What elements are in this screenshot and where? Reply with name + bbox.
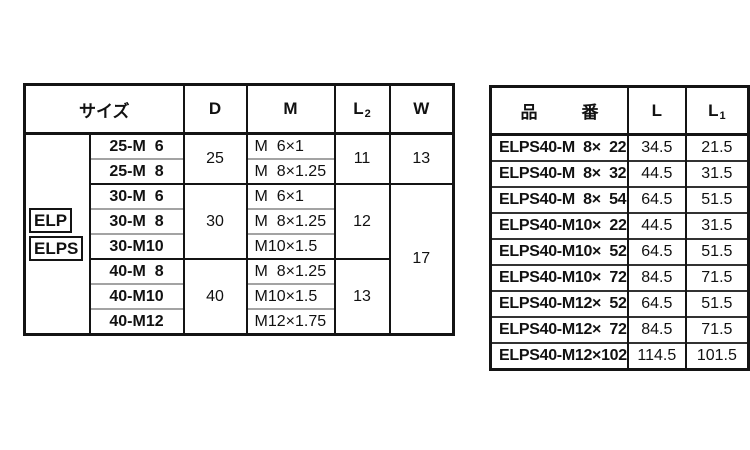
size-cell: 30-M 8 [88,208,184,234]
size-cell: 40-M 8 [88,258,184,284]
table-row: ELPS40-M 8× 54 64.5 51.5 [489,186,749,213]
table-row: 30-M10 M10×1.5 [25,233,454,259]
table-row: 40-M12 M12×1.75 [25,308,454,335]
l1-cell: 71.5 [684,264,749,291]
part-number-column-header: 品番 [489,86,628,136]
table-row: ELPS40-M12× 72 84.5 71.5 [489,316,749,343]
l-cell: 84.5 [626,316,686,343]
m-cell: M12×1.75 [245,308,335,335]
part-number-cell: ELPS40-M12×102 [489,342,628,370]
l1-cell: 51.5 [684,238,749,265]
l2-header-base: L [353,99,364,118]
l-cell: 64.5 [626,290,686,317]
m-cell: M10×1.5 [245,283,335,309]
part-header-char-2: 番 [581,103,599,122]
m-cell: M10×1.5 [245,233,335,259]
table-row: 30-M 8 M 8×1.25 [25,208,454,234]
table-row: 40-M 8 40 M 8×1.25 13 [25,258,454,335]
l2-cell: 12 [333,183,390,259]
l1-cell: 21.5 [684,134,749,161]
l1-column-header: L1 [684,86,749,136]
part-number-cell: ELPS40-M 8× 32 [489,160,628,187]
elps-label: ELPS [29,235,84,261]
size-cell: 30-M10 [88,233,184,259]
d-cell: 40 [182,258,247,335]
size-cell: 25-M 6 [88,133,184,159]
d-column-header: D [182,84,247,135]
table-row: ELPS40-M10× 52 64.5 51.5 [489,238,749,265]
part-number-cell: ELPS40-M10× 52 [489,238,628,265]
table-row: ELPS40-M10× 22 44.5 31.5 [489,212,749,239]
table-row: 40-M10 M10×1.5 [25,283,454,309]
elp-label: ELP [29,207,73,233]
size-column-header: サイズ [23,84,184,135]
table-row: ELPS40-M10× 72 84.5 71.5 [489,264,749,291]
m-cell: M 8×1.25 [245,158,335,184]
l-cell: 64.5 [626,186,686,213]
l1-cell: 31.5 [684,212,749,239]
l1-cell: 71.5 [684,316,749,343]
l1-cell: 51.5 [684,290,749,317]
m-cell: M 6×1 [245,133,335,159]
m-cell: M 8×1.25 [245,258,335,284]
d-cell: 30 [182,183,247,259]
l2-header-subscript: 2 [364,108,371,120]
l-cell: 44.5 [626,212,686,239]
l2-column-header: L2 [333,84,390,135]
w-cell: 13 [388,133,454,184]
size-cell: 40-M12 [88,308,184,335]
left-spec-table: サイズ D M L2 W ELP ELPS 25-M 6 25 M 6×1 11… [23,83,455,336]
part-header-char-1: 品 [520,103,538,122]
left-header-row: サイズ D M L2 W [23,84,454,135]
l-cell: 84.5 [626,264,686,291]
table-row: ELPS40-M12×102 114.5 101.5 [489,342,749,370]
right-part-table: 品番 L L1 ELPS40-M 8× 22 34.5 21.5 ELPS40-… [489,85,750,371]
series-label-cell: ELP ELPS [23,133,90,335]
l1-cell: 51.5 [684,186,749,213]
l-column-header: L [626,86,686,136]
table-row: ELP ELPS 25-M 6 25 M 6×1 11 13 [23,133,454,335]
table-row: ELPS40-M 8× 22 34.5 21.5 [489,134,749,161]
m-column-header: M [245,84,335,135]
table-row: 25-M 8 M 8×1.25 [25,158,454,184]
l2-cell: 11 [333,133,390,184]
m-cell: M 6×1 [245,183,335,209]
size-cell: 30-M 6 [88,183,184,209]
part-number-cell: ELPS40-M 8× 22 [489,134,628,161]
w-cell: 17 [388,183,454,335]
part-number-cell: ELPS40-M12× 52 [489,290,628,317]
table-row: ELPS40-M 8× 32 44.5 31.5 [489,160,749,187]
l1-cell: 101.5 [684,342,749,370]
size-cell: 25-M 8 [88,158,184,184]
l-cell: 64.5 [626,238,686,265]
table-row: 30-M 6 30 M 6×1 12 17 [25,183,454,335]
w-column-header: W [388,84,454,135]
l1-cell: 31.5 [684,160,749,187]
m-cell: M 8×1.25 [245,208,335,234]
part-number-cell: ELPS40-M10× 72 [489,264,628,291]
l-cell: 114.5 [626,342,686,370]
table-row: ELPS40-M12× 52 64.5 51.5 [489,290,749,317]
part-number-cell: ELPS40-M12× 72 [489,316,628,343]
part-number-header-text: 品番 [492,98,627,123]
right-header-row: 品番 L L1 [489,86,749,136]
l-cell: 44.5 [626,160,686,187]
l1-header-subscript: 1 [719,109,726,122]
l2-cell: 13 [333,258,390,335]
part-number-cell: ELPS40-M10× 22 [489,212,628,239]
l1-header-base: L [708,100,719,120]
size-cell: 40-M10 [88,283,184,309]
part-number-cell: ELPS40-M 8× 54 [489,186,628,213]
d-cell: 25 [182,133,247,184]
l-cell: 34.5 [626,134,686,161]
